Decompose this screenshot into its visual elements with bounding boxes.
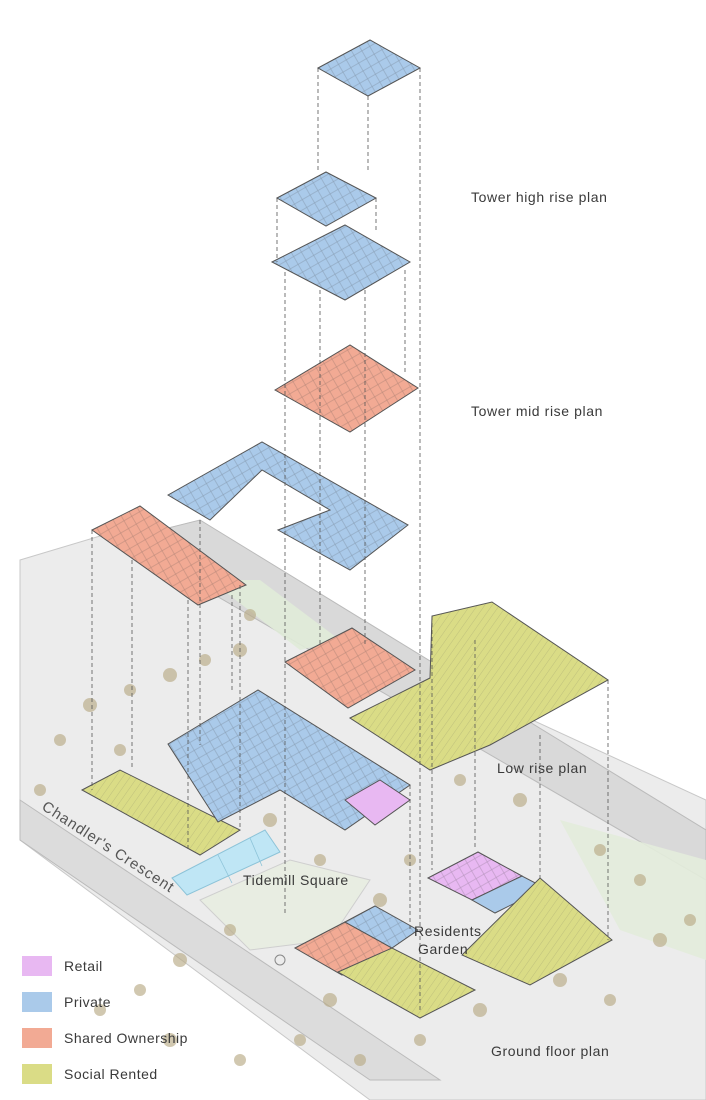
legend-label-social-rented: Social Rented [64,1066,158,1082]
label-tidemill-square: Tidemill Square [243,872,349,888]
low-rise-plan [167,601,609,831]
label-ground-floor-plan: Ground floor plan [491,1043,610,1059]
legend: Retail Private Shared Ownership Social R… [22,948,188,1092]
label-tower-high-rise-plan: Tower high rise plan [471,189,608,205]
label-residents: Residents [414,923,482,939]
lawn-right [560,820,706,960]
legend-label-retail: Retail [64,958,103,974]
green-strip [210,580,340,650]
ground-floor-plan [80,769,613,1019]
label-low-rise-plan: Low rise plan [497,760,588,776]
label-garden: Garden [418,941,469,957]
projection-lines [91,68,609,1010]
legend-swatch-shared-ownership [22,1028,52,1048]
tower-high-rise-plans [270,39,422,301]
street-chandlers-crescent [19,799,442,1081]
legend-item-shared-ownership: Shared Ownership [22,1020,188,1056]
legend-swatch-social-rented [22,1064,52,1084]
legend-swatch-private [22,992,52,1012]
tower-mid-rise-plan [274,344,419,433]
legend-item-retail: Retail [22,948,188,984]
water-pool [171,829,281,896]
legend-swatch-retail [22,956,52,976]
legend-item-private: Private [22,984,188,1020]
legend-label-shared-ownership: Shared Ownership [64,1030,188,1046]
upper-floor-blocks [91,441,409,606]
legend-item-social-rented: Social Rented [22,1056,188,1092]
label-tower-mid-rise-plan: Tower mid rise plan [471,403,603,419]
legend-label-private: Private [64,994,112,1010]
